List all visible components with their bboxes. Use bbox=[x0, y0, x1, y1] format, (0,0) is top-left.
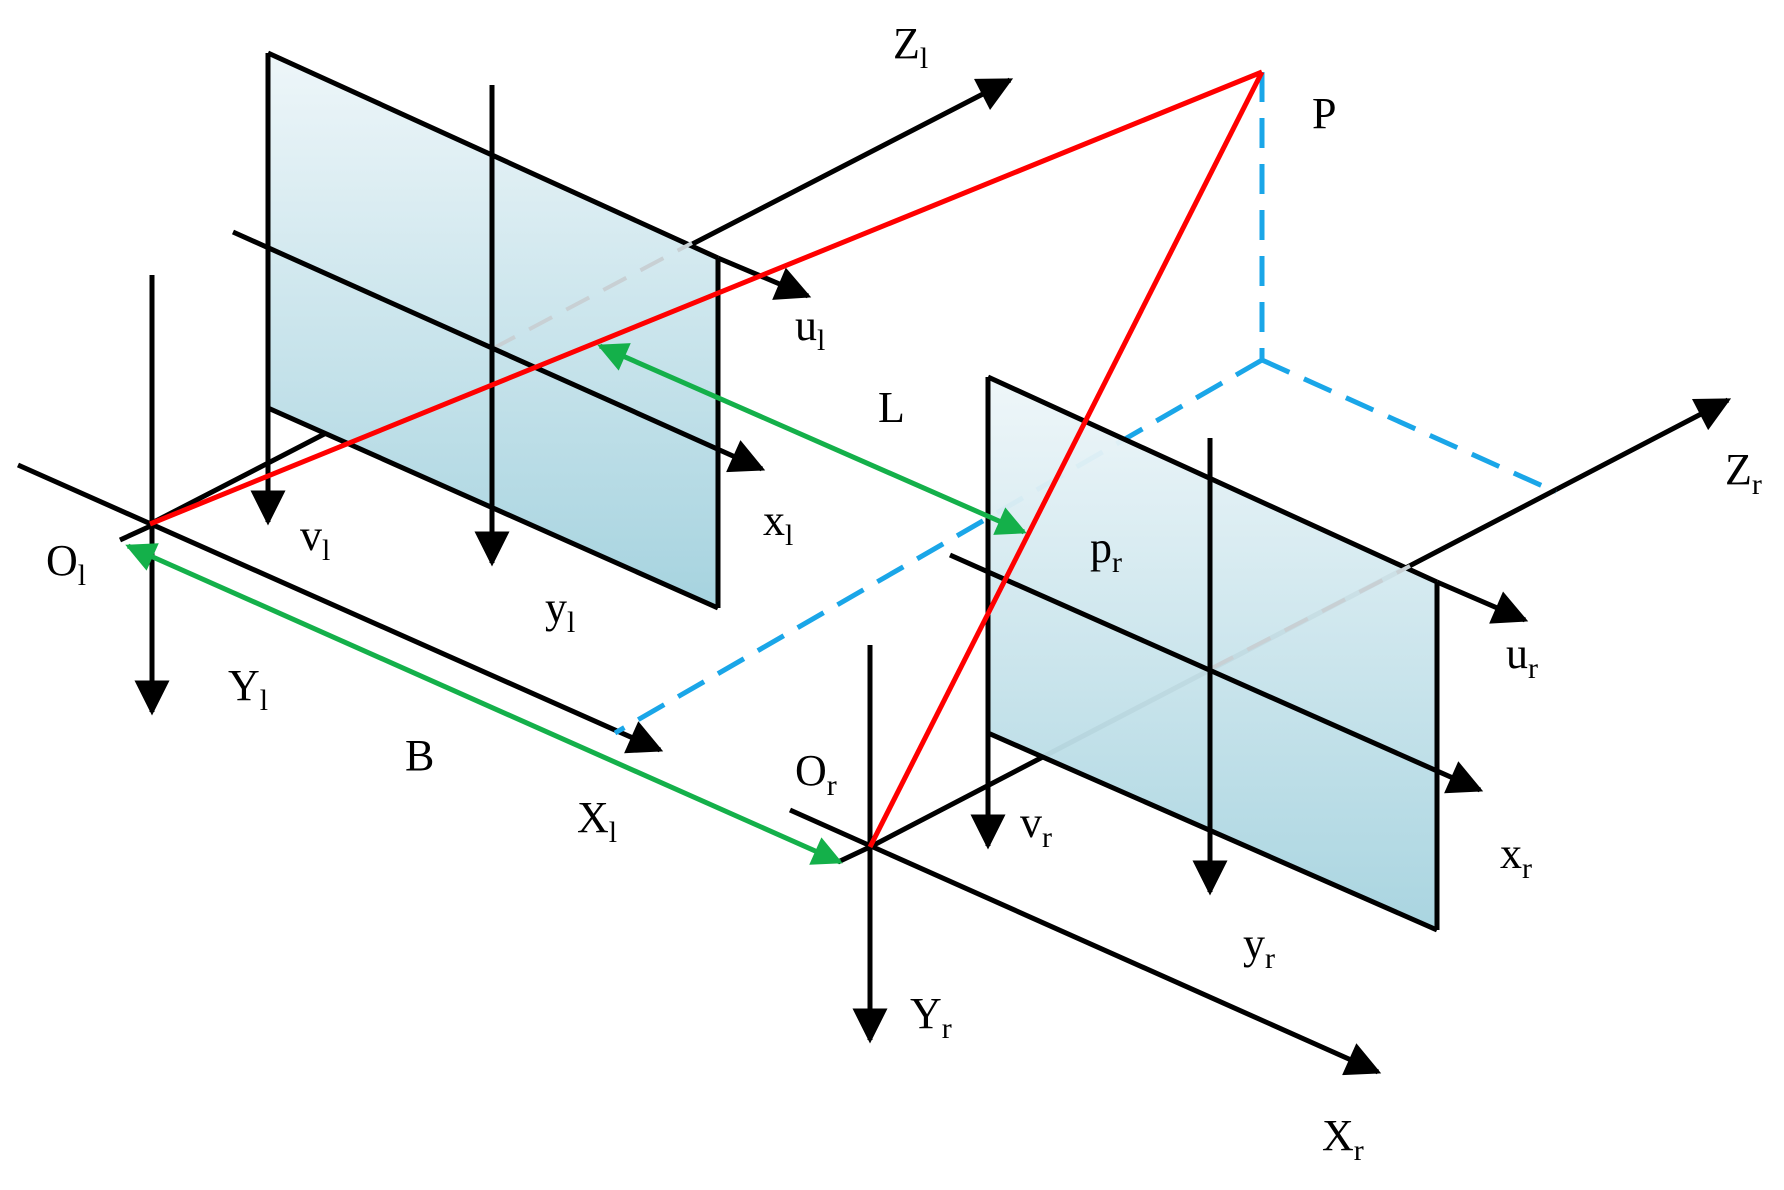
label-ur: ur bbox=[1506, 629, 1538, 685]
label-yr-base: y bbox=[1243, 919, 1265, 968]
label-B-base: B bbox=[405, 731, 434, 780]
label-yr-subscript: r bbox=[1265, 942, 1275, 975]
label-ul: ul bbox=[795, 301, 825, 357]
label-Yl-subscript: l bbox=[260, 684, 268, 717]
label-ur-subscript: r bbox=[1528, 652, 1538, 685]
label-Or-subscript: r bbox=[827, 769, 837, 802]
label-Xl: Xl bbox=[577, 793, 617, 849]
label-L-base: L bbox=[878, 383, 905, 432]
label-vr-subscript: r bbox=[1042, 821, 1052, 854]
projection-rays bbox=[149, 69, 1265, 849]
label-yl-base: y bbox=[545, 583, 567, 632]
baseline-B-arrow bbox=[125, 543, 843, 865]
label-xl: xl bbox=[763, 496, 793, 552]
label-xr: xr bbox=[1500, 829, 1532, 885]
distance-L-arrow bbox=[597, 343, 1027, 535]
right-x-image-axis bbox=[948, 552, 1484, 794]
label-Xr-base: X bbox=[1322, 1111, 1354, 1160]
label-Or-base: O bbox=[795, 746, 827, 795]
label-Ol-base: O bbox=[46, 536, 78, 585]
label-pr-base: p bbox=[1090, 523, 1112, 572]
label-Zr-subscript: r bbox=[1752, 468, 1762, 501]
ray-right-origin-to-P bbox=[867, 70, 1265, 849]
right-u-axis-arrow bbox=[1436, 579, 1529, 624]
label-vl-subscript: l bbox=[322, 534, 330, 567]
projection-to-right-z bbox=[1260, 357, 1558, 495]
label-vl-base: v bbox=[300, 511, 322, 560]
label-xr-base: x bbox=[1500, 829, 1522, 878]
left-origin-stub bbox=[118, 521, 157, 543]
label-vr: vr bbox=[1020, 798, 1052, 854]
label-Yr-subscript: r bbox=[942, 1012, 952, 1045]
ray-left-origin-to-P bbox=[149, 69, 1263, 527]
label-yr: yr bbox=[1243, 919, 1275, 975]
label-xl-subscript: l bbox=[785, 519, 793, 552]
label-Xr: Xr bbox=[1322, 1111, 1364, 1167]
label-Yr-base: Y bbox=[910, 989, 942, 1038]
label-yl: yl bbox=[545, 583, 575, 639]
label-Yl: Yl bbox=[228, 661, 268, 717]
label-Xr-subscript: r bbox=[1354, 1134, 1364, 1167]
label-vr-base: v bbox=[1020, 798, 1042, 847]
label-ul-subscript: l bbox=[817, 324, 825, 357]
label-pr: pr bbox=[1090, 523, 1122, 579]
label-Zl-subscript: l bbox=[920, 42, 928, 75]
label-xr-subscript: r bbox=[1522, 852, 1532, 885]
label-Ol: Ol bbox=[46, 536, 86, 592]
dimension-arrows bbox=[125, 343, 1027, 865]
label-B: B bbox=[405, 731, 434, 780]
label-Zl: Zl bbox=[893, 19, 928, 75]
label-ur-base: u bbox=[1506, 629, 1528, 678]
label-P: P bbox=[1312, 89, 1336, 138]
right-x-axis bbox=[788, 807, 1382, 1076]
label-Xl-base: X bbox=[577, 793, 609, 842]
label-P-base: P bbox=[1312, 89, 1336, 138]
label-Ol-subscript: l bbox=[78, 559, 86, 592]
label-Xl-subscript: l bbox=[609, 816, 617, 849]
label-Yr: Yr bbox=[910, 989, 952, 1045]
left-z-axis-hidden bbox=[491, 241, 693, 351]
label-Zr: Zr bbox=[1725, 445, 1762, 501]
label-ul-base: u bbox=[795, 301, 817, 350]
right-origin-stub bbox=[836, 843, 874, 865]
label-Yl-base: Y bbox=[228, 661, 260, 710]
label-yl-subscript: l bbox=[567, 606, 575, 639]
label-xl-base: x bbox=[763, 496, 785, 545]
label-Zr-base: Z bbox=[1725, 445, 1752, 494]
label-L: L bbox=[878, 383, 905, 432]
label-Zl-base: Z bbox=[893, 19, 920, 68]
label-pr-subscript: r bbox=[1112, 546, 1122, 579]
label-vl: vl bbox=[300, 511, 330, 567]
label-Or: Or bbox=[795, 746, 837, 802]
right-z-axis-hidden bbox=[1209, 564, 1411, 671]
